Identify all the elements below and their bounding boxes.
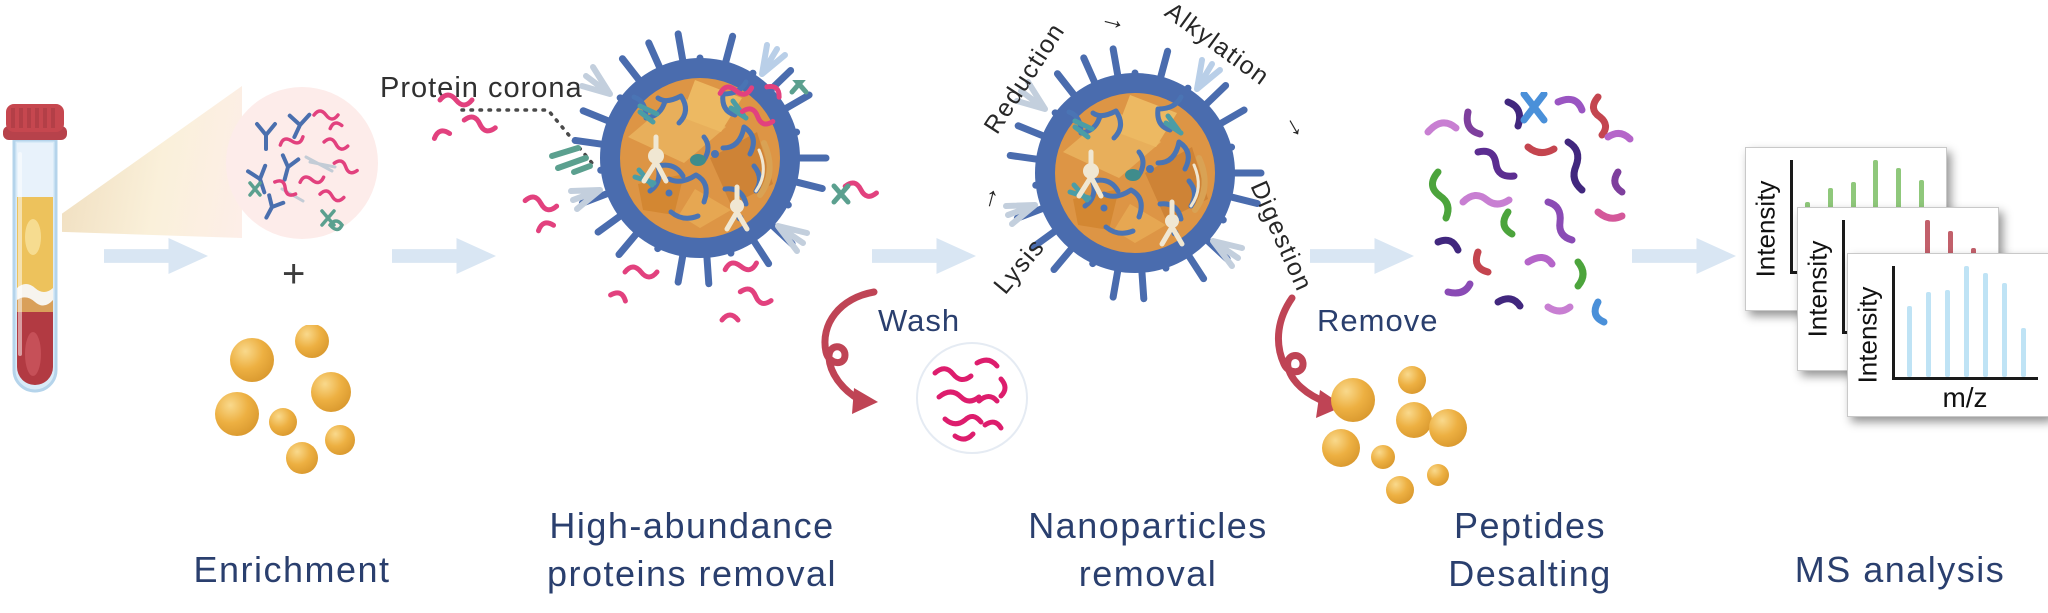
green-protein-icon [549, 145, 593, 175]
magnifier-cone [62, 86, 242, 238]
step-label-high-abundance-removal: High-abundance proteins removal [492, 502, 892, 598]
step-label-nanoparticles-removal: Nanoparticles removal [948, 502, 1348, 598]
mz-axis-label: m/z [1942, 382, 1988, 413]
unbound-proteins-squiggles [431, 80, 879, 323]
step-label-line: MS analysis [1794, 549, 2006, 590]
intensity-axis-label: Intensity [1750, 180, 1781, 278]
remove-curved-arrow-icon [1275, 294, 1344, 418]
blood-sample-tube [3, 104, 67, 393]
peptides-cluster [1424, 92, 1634, 326]
step-label-line: proteins removal [546, 553, 838, 594]
step-label-peptides-desalting: Peptides Desalting [1380, 502, 1680, 598]
teal-protein-shapes [248, 181, 345, 232]
flow-arrow-icon [104, 238, 208, 274]
magnifier-circle [226, 87, 378, 239]
step-label-line: removal [1078, 553, 1218, 594]
remove-label: Remove [1317, 303, 1439, 338]
intensity-axis-label: Intensity [1802, 240, 1833, 338]
step-label-line: High-abundance [549, 505, 835, 546]
step-label-ms-analysis: MS analysis [1750, 546, 2048, 594]
plus-icon: + [282, 252, 306, 296]
ms-spectrum-card: Intensity m/z [1847, 253, 2048, 417]
protein-corona-label: Protein corona [380, 72, 583, 104]
dotted-connector [460, 108, 594, 165]
step-label-line: Peptides [1453, 505, 1607, 546]
step-label-line: Enrichment [193, 549, 391, 590]
wash-label: Wash [878, 303, 961, 338]
intensity-axis-label: Intensity [1852, 286, 1883, 384]
removed-gold-nanoparticles-cluster [1322, 366, 1467, 504]
step-label-enrichment: Enrichment [142, 546, 442, 594]
flow-arrow-icon [1310, 238, 1414, 274]
step-label-line: Desalting [1448, 553, 1612, 594]
washed-proteins-circle [916, 342, 1028, 454]
ms-spectrum-plot [1892, 266, 2038, 380]
gold-nanoparticles-cluster [215, 325, 355, 474]
antibody-shapes [246, 112, 312, 220]
step-label-line: Nanoparticles [1028, 505, 1268, 546]
wash-curved-arrow-icon [821, 288, 878, 414]
pink-protein-squiggles [273, 109, 359, 203]
